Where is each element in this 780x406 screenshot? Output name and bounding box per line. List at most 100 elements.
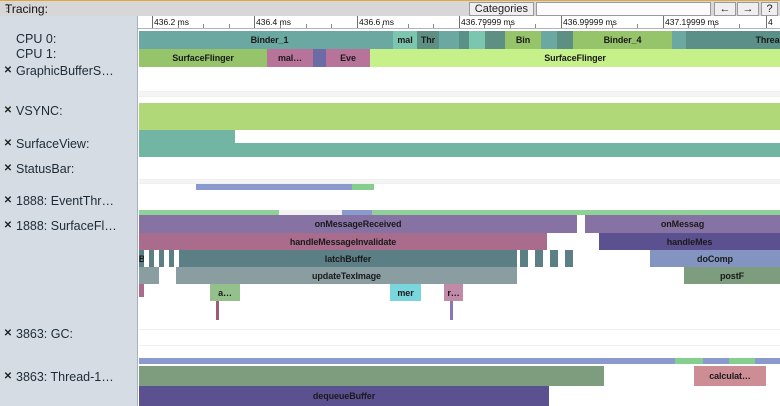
track-label-row[interactable]: ✕SurfaceView: [0, 137, 138, 151]
cpu0-slice[interactable] [557, 31, 573, 49]
sf-slice[interactable] [535, 250, 543, 267]
drag-grip-icon[interactable]: ⋮ [2, 3, 12, 14]
track-label-row[interactable]: ✕StatusBar: [0, 162, 138, 176]
cpu0-slice[interactable]: Thread-189 [686, 31, 780, 49]
ruler-tick-label: 437.19999 ms [665, 17, 719, 27]
ruler-minor-tick [612, 24, 613, 28]
cpu1-slice[interactable]: SurfaceFlinger [139, 49, 267, 67]
sf-slice[interactable]: handleMes [599, 233, 780, 250]
close-track-icon[interactable]: ✕ [3, 138, 13, 149]
sf-flow-strip[interactable] [279, 210, 342, 215]
surfaceview-slice[interactable] [139, 130, 235, 143]
cpu1-slice[interactable] [313, 49, 326, 67]
timeline-canvas[interactable]: Binder_1malThrBinBinder_4Thread-189Surfa… [139, 29, 780, 406]
search-prev-button[interactable]: ← [714, 2, 736, 16]
ruler-minor-tick [510, 24, 511, 28]
sf-slice[interactable] [139, 267, 159, 284]
sf-slice[interactable]: a… [210, 284, 240, 301]
track-separator [139, 96, 780, 97]
cpu0-slice[interactable] [541, 31, 557, 49]
thread1-flow-strip[interactable] [675, 358, 703, 364]
track-label-row[interactable]: ✕CPU 0: [0, 32, 138, 46]
track-label-row[interactable]: ✕CPU 1: [0, 47, 138, 61]
ruler-minor-tick [688, 24, 689, 28]
thread1-flow-strip[interactable] [703, 358, 729, 364]
thread1-flow-strip[interactable] [139, 358, 675, 364]
sf-slice[interactable] [159, 250, 164, 267]
sf-slice[interactable]: updateTexImage [176, 267, 517, 284]
track-label-row[interactable]: ✕1888: SurfaceFl… [0, 219, 138, 233]
cpu1-slice[interactable]: mal… [267, 49, 313, 67]
sf-slice[interactable] [149, 250, 154, 267]
sf-slice[interactable]: onMessageReceived [139, 215, 577, 233]
cpu0-slice[interactable] [469, 31, 485, 49]
thread1-slice[interactable]: calculat… [694, 366, 766, 386]
thread1-flow-strip[interactable] [729, 358, 755, 364]
close-track-icon[interactable]: ✕ [3, 65, 13, 76]
sf-slice[interactable]: r… [444, 284, 463, 301]
track-separator [139, 179, 780, 180]
sf-slice[interactable]: latchBuffer [179, 250, 517, 267]
cpu1-slice[interactable]: SurfaceFlinger [370, 49, 780, 67]
ruler-tick-label: 436.2 ms [154, 17, 189, 27]
sf-flow-strip[interactable] [342, 210, 372, 215]
track-name: StatusBar: [16, 162, 75, 176]
search-next-button[interactable]: → [737, 2, 759, 16]
sf-slice[interactable]: mer [390, 284, 421, 301]
close-track-icon[interactable]: ✕ [3, 220, 13, 231]
sf-flow-strip[interactable] [139, 210, 279, 215]
track-label-row[interactable]: ✕VSYNC: [0, 104, 138, 118]
cpu0-slice[interactable] [459, 31, 469, 49]
ruler-minor-tick [382, 24, 383, 28]
track-separator [139, 345, 780, 346]
sf-slice[interactable]: handleMessageInvalidate [139, 233, 547, 250]
sf-slice[interactable] [169, 250, 174, 267]
close-track-icon[interactable]: ✕ [3, 371, 13, 382]
surfaceview-slice[interactable] [139, 143, 780, 157]
sf-slice[interactable] [550, 250, 558, 267]
ruler-minor-tick [714, 24, 715, 28]
thread1-slice[interactable] [139, 366, 604, 386]
track-label-row[interactable]: ✕3863: GC: [0, 327, 138, 341]
close-track-icon[interactable]: ✕ [3, 328, 13, 339]
cpu0-slice[interactable] [139, 31, 146, 49]
cpu0-slice[interactable]: Binder_1 [146, 31, 393, 49]
cpu1-slice[interactable]: Eve [326, 49, 370, 67]
sf-slice[interactable]: onMessag [585, 215, 780, 233]
sf-slice[interactable] [565, 250, 573, 267]
close-track-icon[interactable]: ✕ [3, 163, 13, 174]
cpu0-slice[interactable]: Thr [417, 31, 439, 49]
cpu0-slice[interactable]: mal [393, 31, 417, 49]
close-track-icon[interactable]: ✕ [3, 105, 13, 116]
help-button[interactable]: ? [761, 2, 778, 16]
cpu0-slice[interactable] [485, 31, 505, 49]
sf-slice[interactable] [520, 250, 528, 267]
ruler-minor-tick [306, 24, 307, 28]
sf-slice[interactable] [139, 284, 144, 297]
cpu0-slice[interactable]: Bin [505, 31, 541, 49]
track-label-row[interactable]: ✕3863: Thread-1… [0, 370, 138, 384]
cpu0-slice[interactable]: Binder_4 [573, 31, 672, 49]
track-separator [139, 329, 780, 330]
track-label-row[interactable]: ✕1888: EventThr… [0, 194, 138, 208]
cpu0-slice[interactable] [672, 31, 686, 49]
search-input[interactable] [536, 2, 711, 16]
close-track-icon[interactable]: ✕ [3, 195, 13, 206]
thread1-slice[interactable]: dequeueBuffer [139, 386, 549, 406]
eventthread-slice[interactable] [352, 184, 374, 190]
cpu0-slice[interactable] [439, 31, 459, 49]
sf-slice[interactable]: postF [684, 267, 780, 284]
sf-flow-strip[interactable] [372, 210, 780, 215]
track-label-row[interactable]: ✕GraphicBufferS… [0, 64, 138, 78]
vsync-slice[interactable] [139, 103, 780, 130]
flow-arrow-marker [450, 301, 453, 320]
categories-button[interactable]: Categories [468, 2, 534, 16]
sf-slice[interactable]: doComp [650, 250, 780, 267]
thread1-flow-strip[interactable] [755, 358, 780, 364]
ruler-minor-tick [433, 24, 434, 28]
sf-slice[interactable]: latchBuffer [139, 250, 144, 267]
track-name: GraphicBufferS… [16, 64, 114, 78]
eventthread-slice[interactable] [196, 184, 352, 190]
